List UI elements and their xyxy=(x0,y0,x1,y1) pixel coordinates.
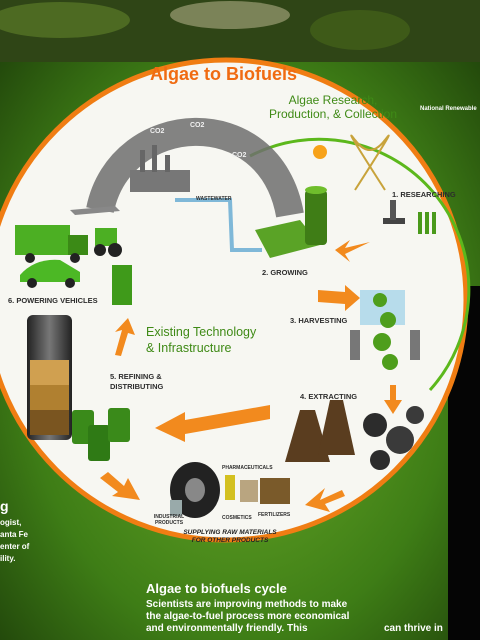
co2-label: CO2 xyxy=(150,128,165,135)
flasks-icon xyxy=(285,400,355,462)
industrial-label: INDUSTRIAL PRODUCTS xyxy=(153,514,185,526)
body-line: and environmentally friendly. This xyxy=(146,623,308,634)
step-powering-vehicles: 6. POWERING VEHICLES xyxy=(8,296,98,305)
co2-label: CO2 xyxy=(190,122,205,129)
refinery-tank-icon xyxy=(27,315,72,440)
step-extracting: 4. EXTRACTING xyxy=(300,392,358,401)
wastewater-pipe xyxy=(175,198,262,252)
cosmetics-label: COSMETICS xyxy=(222,515,252,521)
fertilizers-label: FERTILIZERS xyxy=(258,512,291,518)
algae-clumps-icon xyxy=(363,406,424,470)
co2-arrow xyxy=(86,117,304,218)
body-line: can thrive in xyxy=(384,623,443,634)
step-researching: 1. RESEARCHING xyxy=(392,190,456,199)
poster-title: Algae to Biofuels xyxy=(150,64,298,84)
harvesting-icon xyxy=(350,290,420,370)
factory-icon xyxy=(130,145,190,192)
test-tubes-icon xyxy=(418,212,436,234)
truck-icon xyxy=(15,225,88,263)
poster-subtitle: Algae Research, Production, & Collection xyxy=(268,93,398,121)
car-icon xyxy=(20,259,80,288)
tractor-icon xyxy=(94,228,122,257)
products-icon xyxy=(170,462,290,518)
side-text-line: anta Fe xyxy=(0,530,29,539)
dna-icon xyxy=(350,134,390,191)
body-line: the algae-to-fuel process more economica… xyxy=(146,611,350,622)
fuel-pump-icon xyxy=(112,265,132,305)
supplying-label: SUPPLYING RAW MATERIALS FOR OTHER PRODUC… xyxy=(183,529,277,544)
infrastructure-label: Existing Technology & Infrastructure xyxy=(146,325,257,355)
step-refining: 5. REFINING & DISTRIBUTING xyxy=(110,372,164,391)
pharmaceuticals-label: PHARMACEUTICALS xyxy=(222,465,273,471)
airplane-icon xyxy=(70,206,120,215)
side-text-line: g xyxy=(0,498,9,514)
wastewater-label: WASTEWATER xyxy=(196,196,232,202)
green-arc xyxy=(249,137,471,392)
step-growing: 2. GROWING xyxy=(262,268,308,277)
credit-text: National Renewable xyxy=(420,106,477,112)
microscope-icon xyxy=(383,200,405,224)
sun-icon xyxy=(313,145,327,159)
side-text-line: enter of xyxy=(0,542,30,551)
side-text-line: ility. xyxy=(0,554,16,563)
side-text-line: ogist, xyxy=(0,518,22,527)
co2-label: CO2 xyxy=(232,152,247,159)
step-harvesting: 3. HARVESTING xyxy=(290,316,348,325)
cycle-arrows xyxy=(100,240,402,512)
fuel-barrels-icon xyxy=(72,408,130,461)
growing-ponds-icon xyxy=(255,186,327,258)
body-line: Scientists are improving methods to make xyxy=(146,599,348,610)
cycle-heading: Algae to biofuels cycle xyxy=(146,581,287,596)
